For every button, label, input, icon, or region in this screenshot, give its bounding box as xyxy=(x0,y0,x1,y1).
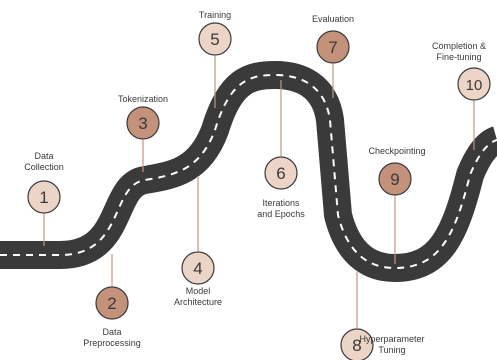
step-circle-5 xyxy=(198,22,232,56)
step-number-9: 9 xyxy=(390,170,399,189)
step-circle-3 xyxy=(126,106,160,140)
step-label-1: Data Collection xyxy=(24,151,64,172)
step-number-6: 6 xyxy=(276,164,285,183)
step-circle-6 xyxy=(264,156,298,190)
step-label-8: Hyperparameter Tuning xyxy=(359,334,425,355)
step-marker-3: 3 xyxy=(126,106,160,140)
step-number-1: 1 xyxy=(39,188,48,207)
connector-lines xyxy=(43,56,475,328)
step-number-3: 3 xyxy=(138,114,147,133)
step-label-6: Iterations and Epochs xyxy=(257,198,305,219)
step-circle-7 xyxy=(316,30,350,64)
step-marker-4: 4 xyxy=(181,251,215,285)
step-label-3: Tokenization xyxy=(117,94,169,104)
step-number-2: 2 xyxy=(107,294,116,313)
step-number-4: 4 xyxy=(193,259,202,278)
step-marker-5: 5 xyxy=(198,22,232,56)
step-circle-10 xyxy=(457,67,491,101)
step-label-7: Evaluation xyxy=(311,14,355,24)
step-markers: 1 2 3 4 5 6 7 8 9 10 xyxy=(27,22,491,360)
step-marker-9: 9 xyxy=(378,162,412,196)
step-circle-8 xyxy=(340,328,374,360)
step-marker-6: 6 xyxy=(264,156,298,190)
step-label-5: Training xyxy=(198,10,232,20)
step-circle-4 xyxy=(181,251,215,285)
step-marker-8: 8 xyxy=(340,328,374,360)
step-number-8: 8 xyxy=(352,336,361,355)
step-marker-10: 10 xyxy=(457,67,491,101)
step-label-2: Data Preprocessing xyxy=(83,327,141,348)
step-marker-2: 2 xyxy=(95,286,129,320)
step-number-10: 10 xyxy=(466,77,483,94)
road xyxy=(0,61,497,282)
step-marker-1: 1 xyxy=(27,180,61,214)
step-circle-2 xyxy=(95,286,129,320)
step-circle-1 xyxy=(27,180,61,214)
road-center-line xyxy=(0,73,497,270)
step-number-7: 7 xyxy=(328,38,337,57)
step-marker-7: 7 xyxy=(316,30,350,64)
step-circle-9 xyxy=(378,162,412,196)
step-label-9: Checkpointing xyxy=(368,146,426,156)
step-label-10: Completion & Fine-tuning xyxy=(431,41,487,62)
step-label-4: Model Architecture xyxy=(173,286,223,307)
step-number-5: 5 xyxy=(210,30,219,49)
